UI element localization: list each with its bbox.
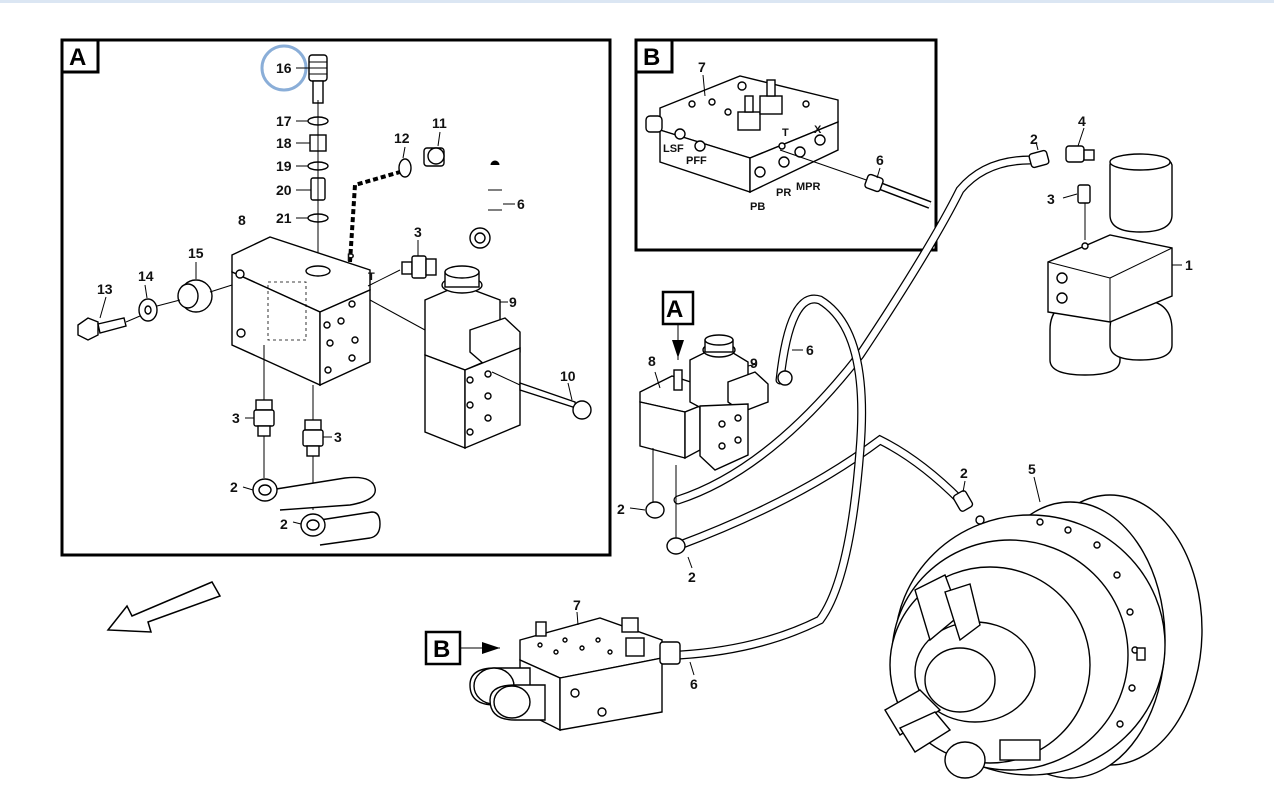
main-manifold-7 — [469, 617, 681, 732]
label-14: 14 — [138, 268, 154, 284]
bolt-13 — [77, 317, 127, 341]
view-b-panel: B 7 6 — [634, 38, 938, 252]
port-label-t: T — [368, 271, 375, 283]
fitting-3-lower-left — [253, 399, 275, 437]
main-label-2-bottom: 2 — [688, 569, 696, 585]
label-8: 8 — [238, 212, 246, 228]
label-13: 13 — [97, 281, 113, 297]
label-9: 9 — [509, 294, 517, 310]
accumulator-block-1 — [1047, 153, 1173, 376]
callout-a: A — [666, 296, 683, 323]
main-label-5: 5 — [1028, 461, 1036, 477]
main-label-9: 9 — [750, 355, 758, 371]
forward-direction-arrow — [106, 581, 222, 633]
label-17: 17 — [276, 113, 292, 129]
label-21: 21 — [276, 210, 292, 226]
label-20: 20 — [276, 182, 292, 198]
main-assembly: A — [424, 113, 1203, 779]
main-label-8: 8 — [648, 353, 656, 369]
manifold-7-detail — [645, 75, 839, 194]
washer-14 — [138, 298, 158, 322]
view-b-title: B — [643, 44, 660, 71]
main-label-2-motor: 2 — [960, 465, 968, 481]
port-pr: PR — [776, 187, 791, 199]
port-t: T — [782, 127, 789, 139]
sleeve-15 — [177, 279, 213, 313]
fitting-3-top — [1077, 184, 1091, 204]
port-x: X — [814, 124, 822, 136]
label-2-upper: 2 — [230, 479, 238, 495]
label-6: 6 — [517, 196, 525, 212]
main-label-4: 4 — [1078, 113, 1086, 129]
main-label-1: 1 — [1185, 257, 1193, 273]
main-label-6-bottom: 6 — [690, 676, 698, 692]
fitting-3-right — [401, 255, 437, 279]
port-lsf: LSF — [663, 143, 684, 155]
b-label-6: 6 — [876, 152, 884, 168]
view-a-panel: A — [60, 38, 612, 557]
label-12: 12 — [394, 130, 410, 146]
solenoid-9 — [424, 265, 521, 450]
elbow-2-lower — [300, 511, 381, 546]
port-pb: PB — [750, 201, 765, 213]
hydraulic-motor-5 — [884, 494, 1203, 779]
main-label-6: 6 — [806, 342, 814, 358]
elbow-4 — [1065, 145, 1095, 163]
label-10: 10 — [560, 368, 576, 384]
main-label-7: 7 — [573, 597, 581, 613]
bolt-10 — [519, 382, 592, 420]
main-valve-block-8 — [639, 334, 769, 471]
fitting-3-lower-right — [302, 419, 324, 457]
main-label-2-left: 2 — [617, 501, 625, 517]
label-2-lower: 2 — [280, 516, 288, 532]
main-label-2-top: 2 — [1030, 131, 1038, 147]
port-label-p: P — [347, 252, 354, 264]
fitting-stack — [307, 54, 329, 266]
valve-block-8 — [231, 236, 371, 387]
label-11: 11 — [432, 115, 447, 131]
label-3-lower-left: 3 — [232, 410, 240, 426]
label-16: 16 — [276, 60, 292, 76]
main-label-3: 3 — [1047, 191, 1055, 207]
label-18: 18 — [276, 135, 292, 151]
port-mpr: MPR — [796, 181, 821, 193]
top-border-strip — [0, 0, 1274, 3]
label-3-right: 3 — [414, 224, 422, 240]
label-19: 19 — [276, 158, 292, 174]
port-pff: PFF — [686, 155, 707, 167]
label-3-lower-right: 3 — [334, 429, 342, 445]
plug-11 — [423, 147, 445, 167]
callout-b: B — [433, 636, 450, 663]
elbow-2-upper — [252, 476, 376, 511]
view-a-title: A — [69, 44, 86, 71]
b-label-7: 7 — [698, 59, 706, 75]
label-15: 15 — [188, 245, 204, 261]
